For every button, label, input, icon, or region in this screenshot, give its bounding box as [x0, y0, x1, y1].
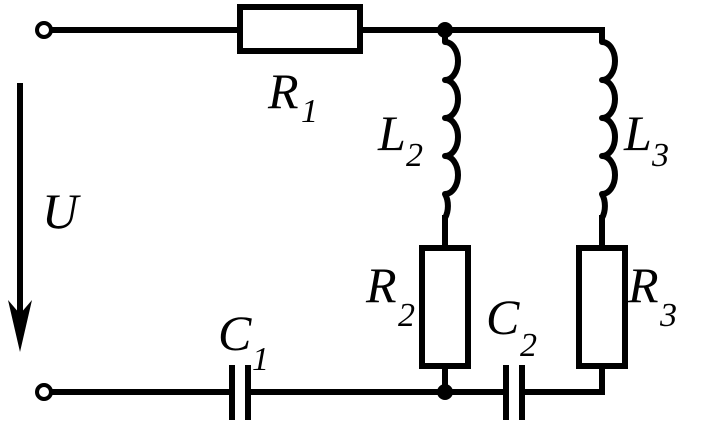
label-r3-sub: 3	[659, 297, 677, 334]
junction-node-bottom	[437, 384, 453, 400]
label-c1-sub: 1	[252, 341, 269, 378]
resistor-r3	[576, 245, 628, 369]
terminal-bottom	[35, 383, 53, 401]
terminal-top	[35, 21, 53, 39]
label-c1-main: C	[218, 305, 252, 361]
label-r1-main: R	[267, 63, 299, 119]
label-l3-sub: 3	[651, 137, 669, 174]
label-l3-main: L	[623, 105, 652, 161]
voltage-arrow-head	[8, 300, 32, 352]
label-c2-sub: 2	[520, 327, 537, 364]
resistor-r1	[237, 4, 363, 54]
label-l2-main: L	[377, 105, 406, 161]
label-r3-main: R	[627, 257, 659, 313]
label-r1-sub: 1	[301, 93, 318, 130]
label-l2-sub: 2	[406, 137, 423, 174]
junction-node-top	[437, 22, 453, 38]
inductor-l2	[442, 27, 461, 221]
label-r2-main: R	[365, 257, 397, 313]
label-c2-main: C	[486, 289, 520, 345]
resistor-r2	[419, 245, 471, 369]
inductor-l3	[599, 27, 618, 221]
label-r2-sub: 2	[398, 297, 415, 334]
label-voltage-u: U	[42, 183, 81, 239]
